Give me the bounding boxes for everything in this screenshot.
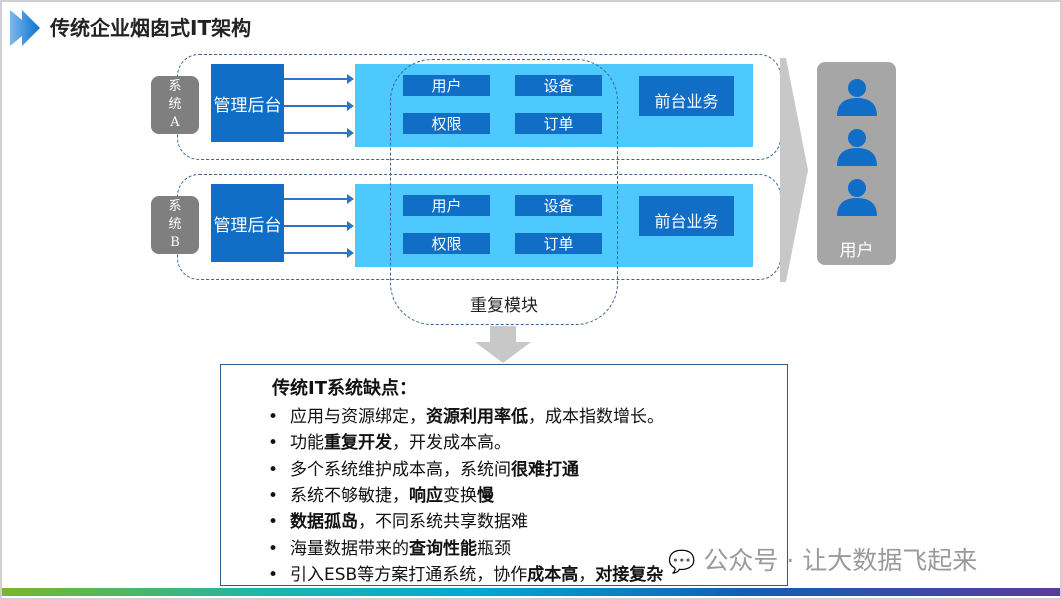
person-icon [837, 79, 877, 116]
system-label-char: 系 [168, 199, 182, 214]
module-box: 用户 [403, 195, 490, 216]
bullet-icon: • [268, 485, 279, 506]
module-box: 权限 [403, 233, 490, 254]
person-icon [837, 129, 877, 166]
system-label-char: 统 [168, 217, 182, 232]
module-box: 订单 [515, 233, 602, 254]
drawback-text: 响应 [409, 485, 443, 506]
bullet-icon: • [268, 538, 279, 559]
footer-gradient-bar [2, 588, 1060, 596]
backend-box: 管理后台 [211, 64, 284, 142]
arrow-icon [284, 128, 354, 138]
module-box: 订单 [515, 113, 602, 134]
right-arrow-shape [780, 58, 808, 282]
drawback-text: 瓶颈 [477, 538, 511, 559]
down-arrow-shape [475, 326, 531, 363]
drawbacks-box [220, 364, 788, 586]
arrow-icon [284, 74, 354, 84]
drawback-item: • 海量数据带来的查询性能瓶颈 [268, 534, 511, 559]
page-title: 传统企业烟囱式IT架构 [50, 16, 252, 40]
drawback-text: 对接复杂 [595, 564, 664, 585]
drawback-text: 多个系统维护成本高，系统间 [290, 459, 511, 480]
arrow-icon [284, 101, 354, 111]
system-label-char: B [170, 235, 180, 250]
drawback-text: 慢 [477, 485, 494, 506]
drawback-text: ，成本指数增长。 [528, 407, 664, 427]
arrow-icon [284, 221, 354, 231]
backend-box: 管理后台 [211, 184, 284, 262]
bullet-icon: • [268, 407, 279, 427]
drawback-item: • 系统不够敏捷，响应变换慢 [268, 481, 494, 506]
watermark: 💬 公众号 · 让大数据飞起来 [668, 541, 977, 577]
drawbacks-title: 传统IT系统缺点： [272, 378, 417, 399]
drawback-text: 系统不够敏捷， [290, 485, 409, 506]
drawback-text: 引入ESB等方案打通系统，协作 [290, 564, 528, 585]
bullet-icon: • [268, 459, 279, 480]
drawback-text: 很难打通 [511, 459, 579, 480]
drawback-text: 成本高 [527, 564, 579, 585]
drawback-item: • 数据孤岛，不同系统共享数据难 [268, 507, 528, 532]
arrow-icon [284, 194, 354, 204]
bullet-icon: • [268, 433, 279, 454]
drawback-text: 资源利用率低 [426, 407, 528, 427]
bullet-icon: • [268, 512, 279, 533]
person-icon [837, 179, 877, 216]
drawback-item: • 功能重复开发，开发成本高。 [268, 428, 511, 453]
system-label-char: 系 [168, 79, 182, 94]
bullet-icon: • [268, 564, 279, 585]
frontend-box: 前台业务 [639, 76, 734, 116]
drawback-text: 重复开发 [324, 433, 392, 454]
module-box: 设备 [515, 195, 602, 216]
drawback-text: ，不同系统共享数据难 [358, 512, 528, 533]
drawback-text: 查询性能 [409, 538, 477, 559]
drawback-text: 海量数据带来的 [290, 538, 409, 559]
drawback-text: ， [578, 564, 596, 585]
drawback-text: 应用与资源绑定， [290, 407, 426, 427]
repeat-module-label: 重复模块 [470, 296, 538, 316]
arrow-icon [284, 248, 354, 258]
drawback-item: • 引入ESB等方案打通系统，协作成本高，对接复杂 [268, 560, 663, 585]
drawback-text: ，开发成本高。 [392, 433, 511, 454]
system-label-char: 统 [168, 97, 182, 112]
drawback-item: • 应用与资源绑定，资源利用率低，成本指数增长。 [268, 402, 664, 427]
drawback-item: • 多个系统维护成本高，系统间很难打通 [268, 455, 579, 480]
system-label-char: A [170, 115, 180, 130]
drawback-text: 变换 [443, 485, 477, 506]
frontend-box: 前台业务 [639, 196, 734, 236]
chevron-icon [10, 10, 40, 46]
watermark-text: 公众号 · 让大数据飞起来 [703, 546, 978, 575]
repeat-module-outline [390, 59, 618, 325]
drawback-text: 数据孤岛 [290, 512, 358, 533]
users-label: 用户 [839, 241, 874, 261]
wechat-icon: 💬 [668, 550, 696, 575]
drawback-text: 功能 [290, 433, 324, 454]
module-box: 权限 [403, 113, 490, 134]
